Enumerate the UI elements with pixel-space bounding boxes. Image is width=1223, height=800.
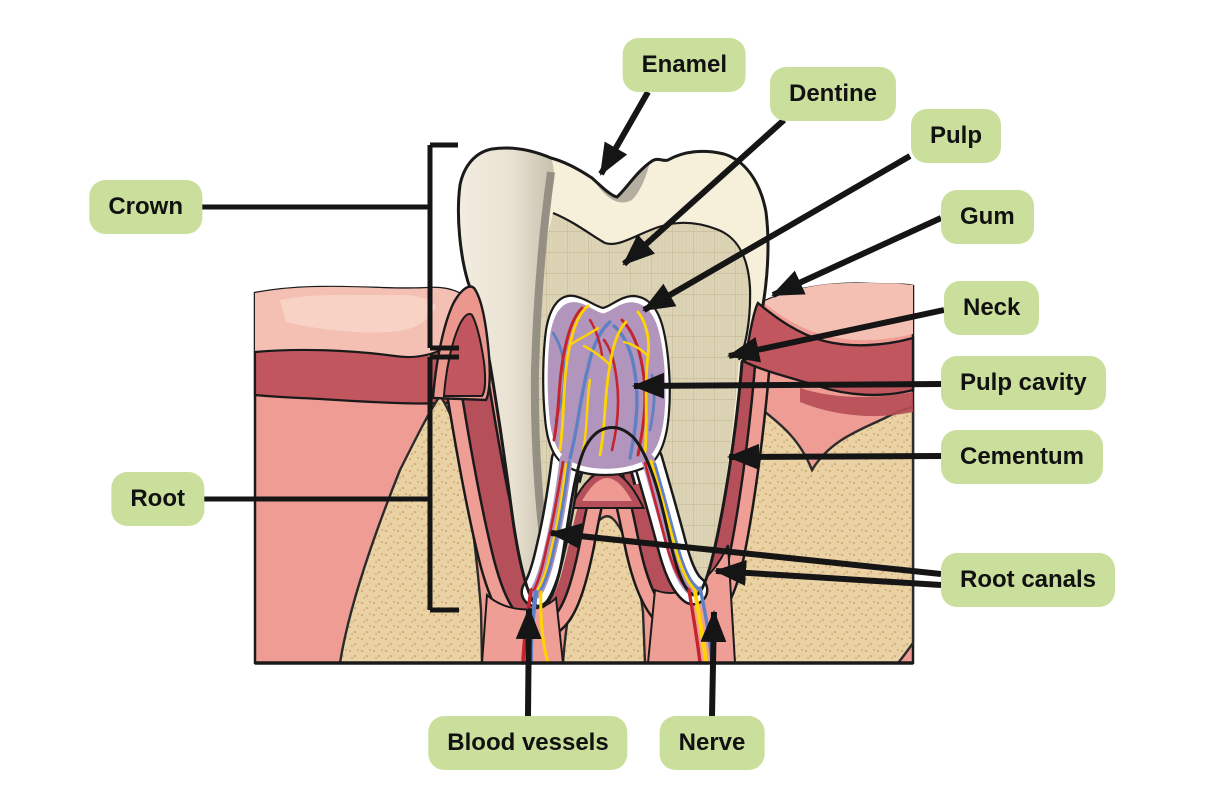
label-pulp: Pulp [911,109,1001,163]
label-nerve: Nerve [659,716,765,770]
arrow-nerve [700,610,727,717]
label-crown: Crown [89,180,202,234]
label-cementum: Cementum [941,430,1104,484]
arrow-blood-vessels [515,607,542,717]
enamel-dentine-boundary [552,211,752,361]
measurement-bracket [202,142,459,613]
label-dentine: Dentine [769,67,896,121]
tooth [456,146,770,609]
label-root: Root [111,472,204,526]
label-arrows [515,90,945,717]
label-pulp-cavity: Pulp cavity [941,356,1106,410]
arrow-cementum [727,443,942,470]
arrow-enamel [598,90,651,176]
cut-edge-shadow [530,171,555,579]
arrow-pulp-cavity [632,372,942,399]
gum-highlight [280,294,436,333]
label-neck: Neck [944,281,1040,335]
label-enamel: Enamel [622,38,746,92]
arrow-root-canals-right [714,559,942,588]
root-bracket [427,354,459,613]
arrow-root-canals-left [549,523,942,577]
crown-bracket [427,142,459,351]
arrow-neck [727,307,945,363]
label-blood-vessels: Blood vessels [428,716,628,770]
arrow-dentine [621,117,787,267]
label-root-canals: Root canals [941,553,1116,607]
tooth-outer-surface [458,148,554,608]
label-gum: Gum [941,190,1034,244]
arrow-gum [771,215,943,298]
arrow-pulp [642,153,912,313]
gingival-margin [431,285,915,417]
